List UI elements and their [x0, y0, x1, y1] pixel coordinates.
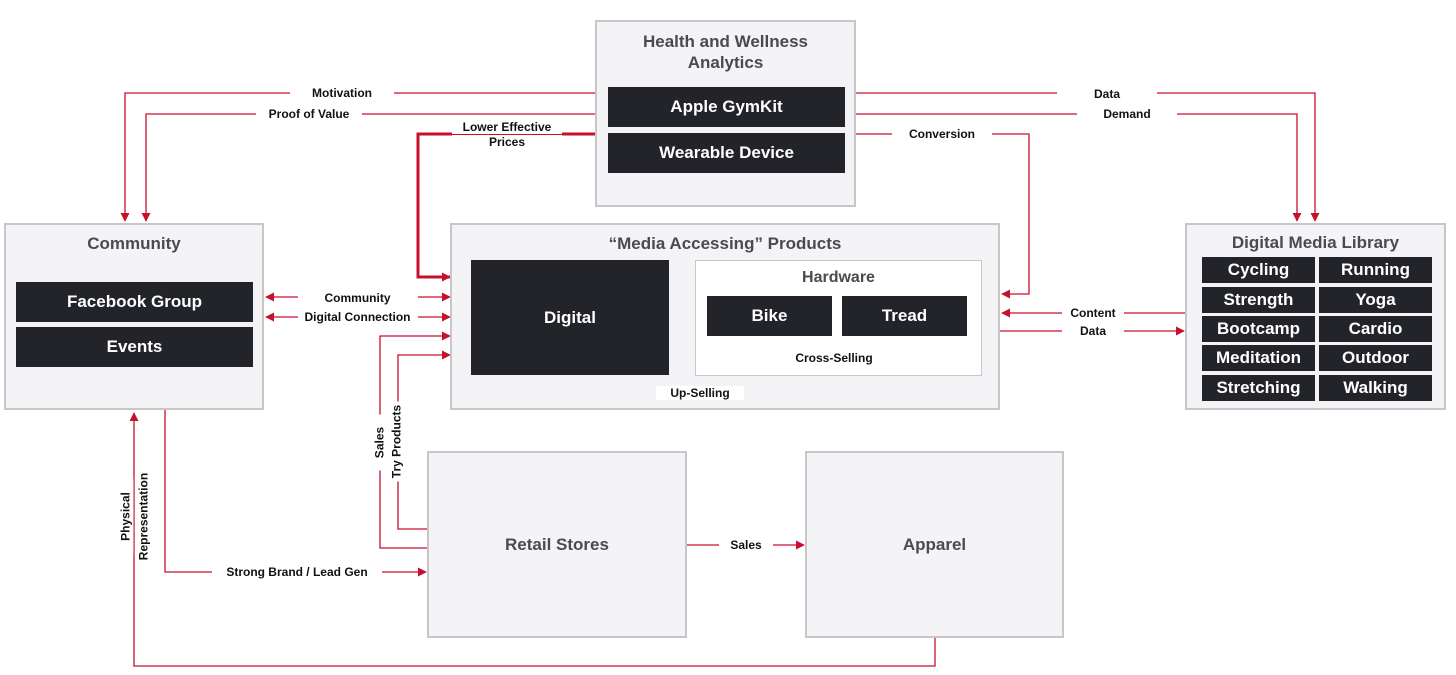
arrow-physical-representation	[129, 412, 936, 667]
facebook-group-box: Facebook Group	[16, 282, 253, 322]
label-lower-prices-line2: Prices	[452, 135, 562, 149]
label-demand: Demand	[1077, 107, 1177, 121]
arrow-lower-effective-prices	[416, 132, 596, 282]
health-title-line2: Analytics	[687, 53, 764, 72]
label-digital-connection: Digital Connection	[299, 310, 416, 324]
apparel-panel: Apparel	[805, 451, 1064, 638]
media-accessing-panel: “Media Accessing” Products Digital Hardw…	[450, 223, 1000, 410]
apple-gymkit-box: Apple GymKit	[608, 87, 845, 127]
library-title: Digital Media Library	[1231, 233, 1400, 252]
label-sales-horizontal: Sales	[719, 538, 773, 552]
library-item-bootcamp: Bootcamp	[1202, 316, 1315, 342]
health-title-line1: Health and Wellness	[642, 32, 808, 51]
label-lower-prices-line1: Lower Effective	[452, 120, 562, 134]
bike-box: Bike	[707, 296, 832, 336]
library-item-stretching: Stretching	[1202, 375, 1315, 401]
digital-box: Digital	[471, 260, 669, 375]
library-item-cycling: Cycling	[1202, 257, 1315, 283]
wearable-device-box: Wearable Device	[608, 133, 845, 173]
arrow-data-top	[855, 92, 1320, 222]
label-conversion: Conversion	[892, 127, 992, 141]
label-proof-of-value: Proof of Value	[256, 107, 362, 121]
library-item-outdoor: Outdoor	[1319, 345, 1432, 371]
label-try-products: Try Products	[389, 401, 405, 482]
label-cross-selling: Cross-Selling	[786, 351, 882, 365]
community-panel: Community Facebook Group Events	[4, 223, 264, 410]
media-title: “Media Accessing” Products	[608, 234, 842, 253]
label-data-right: Data	[1062, 324, 1124, 338]
label-content: Content	[1062, 306, 1124, 320]
label-community: Community	[299, 291, 416, 305]
hardware-title: Hardware	[802, 269, 875, 286]
community-title: Community	[87, 234, 181, 253]
arrow-motivation	[120, 92, 596, 222]
label-sales-vertical: Sales	[372, 414, 388, 471]
arrow-demand	[855, 113, 1302, 222]
label-physical-line2: Representation	[136, 464, 152, 569]
label-motivation: Motivation	[290, 86, 394, 100]
library-item-strength: Strength	[1202, 287, 1315, 313]
library-item-walking: Walking	[1319, 375, 1432, 401]
apparel-title: Apparel	[902, 534, 967, 554]
label-physical-line1: Physical	[118, 478, 134, 555]
tread-box: Tread	[842, 296, 967, 336]
label-data-top: Data	[1057, 87, 1157, 101]
retail-stores-title: Retail Stores	[505, 534, 609, 554]
library-item-meditation: Meditation	[1202, 345, 1315, 371]
library-item-yoga: Yoga	[1319, 287, 1432, 313]
library-item-running: Running	[1319, 257, 1432, 283]
events-box: Events	[16, 327, 253, 367]
label-strong-brand: Strong Brand / Lead Gen	[212, 565, 382, 579]
digital-media-library-panel: Digital Media Library Cycling Running St…	[1185, 223, 1446, 410]
library-item-cardio: Cardio	[1319, 316, 1432, 342]
arrow-proof-of-value	[141, 113, 596, 222]
retail-stores-panel: Retail Stores	[427, 451, 687, 638]
health-wellness-panel: Health and Wellness Analytics Apple GymK…	[595, 20, 856, 207]
label-up-selling: Up-Selling	[656, 386, 744, 400]
